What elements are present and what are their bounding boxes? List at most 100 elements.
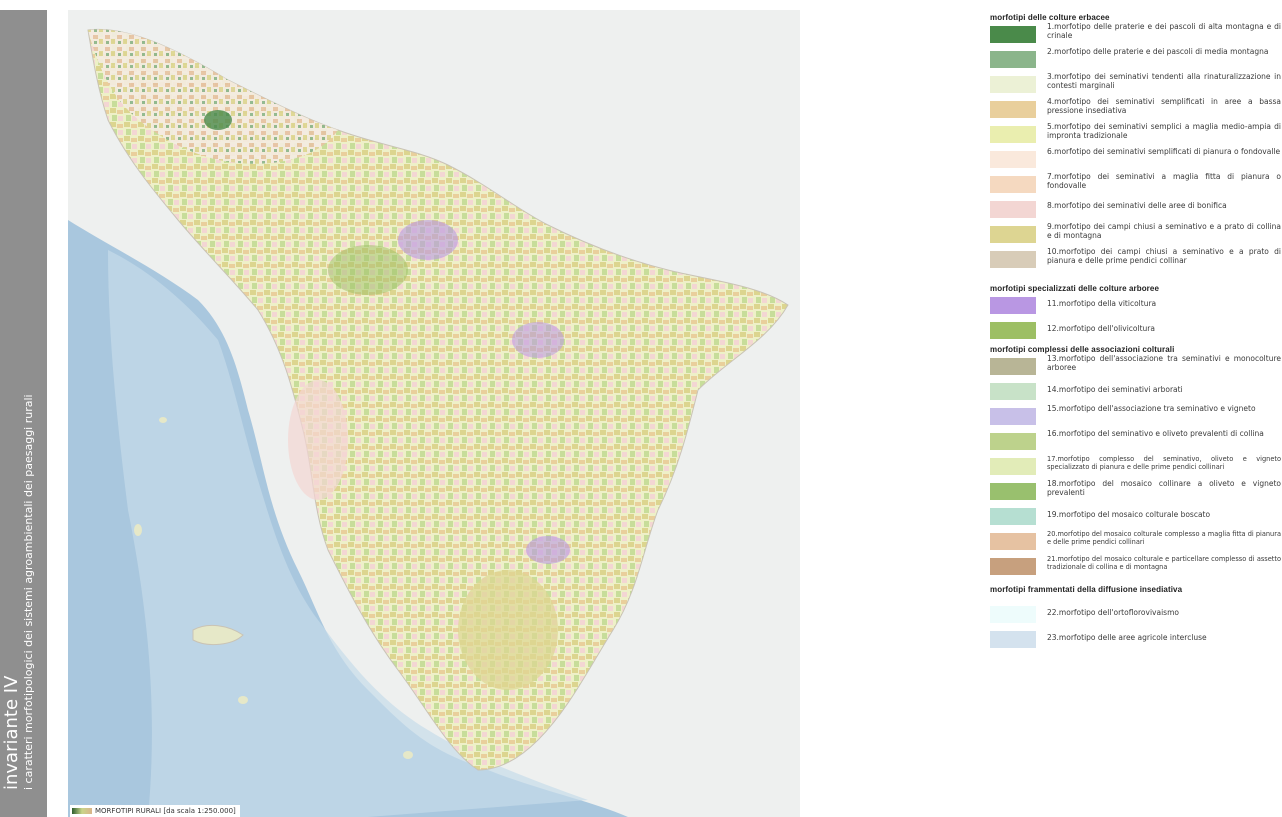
legend-item-17: 17.morfotipo complesso del seminativo, o…	[990, 455, 1282, 480]
legend-swatch	[990, 201, 1036, 218]
legend-item-15: 15.morfotipo dell'associazione tra semin…	[990, 404, 1282, 430]
hill-fields-area	[458, 570, 558, 690]
invariant-title: invariante IV	[1, 675, 22, 790]
legend-swatch	[990, 101, 1036, 118]
legend-swatch	[990, 533, 1036, 550]
legend-section-arboree: morfotipi specializzati delle colture ar…	[990, 283, 1282, 344]
legend-item-21: 21.morfotipo del mosaico colturale e par…	[990, 555, 1282, 580]
legend-swatch	[990, 383, 1036, 400]
legend-label: 1.morfotipo delle praterie e dei pascoli…	[1047, 22, 1281, 40]
pianosa-island	[238, 696, 248, 704]
legend-swatch	[990, 76, 1036, 93]
north-mountains	[88, 29, 338, 164]
vineyard-area-1	[398, 220, 458, 260]
legend-swatch	[990, 176, 1036, 193]
legend-label: 13.morfotipo dell'associazione tra semin…	[1047, 354, 1281, 372]
legend-label: 19.morfotipo del mosaico colturale bosca…	[1047, 510, 1211, 519]
legend-label: 17.morfotipo complesso del seminativo, o…	[1047, 455, 1281, 471]
elba-island	[192, 624, 244, 646]
legend-item-22: 22.morfotipo dell'ortoflorovivaismo	[990, 603, 1282, 628]
legend-swatch	[990, 558, 1036, 575]
legend-item-6: 6.morfotipo dei seminativi semplificati …	[990, 147, 1282, 173]
legend-label: 20.morfotipo del mosaico colturale compl…	[1047, 530, 1281, 546]
legend-item-12: 12.morfotipo dell'olivicoltura	[990, 319, 1282, 344]
legend-item-23: 23.morfotipo delle aree agricole intercl…	[990, 628, 1282, 653]
invariant-subtitle: i caratteri morfotipologici dei sistemi …	[22, 394, 35, 790]
legend-label: 3.morfotipo dei seminativi tendenti alla…	[1047, 72, 1281, 90]
legend-section-title: morfotipi frammentati della diffusione i…	[990, 585, 1183, 594]
legend-label: 8.morfotipo dei seminativi delle aree di…	[1047, 201, 1227, 210]
legend-label: 2.morfotipo delle praterie e dei pascoli…	[1047, 47, 1269, 56]
legend-item-2: 2.morfotipo delle praterie e dei pascoli…	[990, 47, 1282, 73]
legend-item-20: 20.morfotipo del mosaico colturale compl…	[990, 530, 1282, 555]
legend-label: 5.morfotipo dei seminativi semplici a ma…	[1047, 122, 1281, 140]
legend-item-10: 10.morfotipo dei campi chiusi a seminati…	[990, 247, 1282, 273]
legend-section-title: morfotipi complessi delle associazioni c…	[990, 345, 1175, 354]
legend-item-3: 3.morfotipo dei seminativi tendenti alla…	[990, 72, 1282, 98]
side-title-text: invariante IV i caratteri morfotipologic…	[1, 394, 35, 790]
legend-label: 21.morfotipo del mosaico colturale e par…	[1047, 555, 1281, 571]
legend-section-complessi: morfotipi complessi delle associazioni c…	[990, 344, 1282, 580]
legend-swatch	[990, 408, 1036, 425]
legend-label: 18.morfotipo del mosaico collinare a oli…	[1047, 479, 1281, 497]
legend-label: 4.morfotipo dei seminativi semplificati …	[1047, 97, 1281, 115]
giglio-island	[403, 751, 413, 759]
legend-section-title: morfotipi delle colture erbacee	[990, 13, 1110, 22]
legend-swatch	[990, 26, 1036, 43]
vineyard-area-2	[512, 322, 564, 358]
legend-swatch	[990, 251, 1036, 268]
legend-label: 9.morfotipo dei campi chiusi a seminativ…	[1047, 222, 1281, 240]
legend-swatch	[990, 508, 1036, 525]
legend-swatch	[990, 433, 1036, 450]
legend-item-18: 18.morfotipo del mosaico collinare a oli…	[990, 479, 1282, 505]
sea-shallow	[108, 250, 588, 817]
legend-item-4: 4.morfotipo dei seminativi semplificati …	[990, 97, 1282, 123]
legend-item-7: 7.morfotipo dei seminativi a maglia fitt…	[990, 172, 1282, 198]
legend-item-16: 16.morfotipo del seminativo e oliveto pr…	[990, 429, 1282, 455]
legend: morfotipi delle colture erbacee 1.morfot…	[990, 12, 1282, 653]
alpine-pasture	[204, 110, 232, 130]
legend-label: 6.morfotipo dei seminativi semplificati …	[1047, 147, 1281, 156]
legend-item-14: 14.morfotipo dei seminativi arborati	[990, 380, 1282, 405]
legend-label: 7.morfotipo dei seminativi a maglia fitt…	[1047, 172, 1281, 190]
legend-label: 16.morfotipo del seminativo e oliveto pr…	[1047, 429, 1264, 438]
side-title-bar: invariante IV i caratteri morfotipologic…	[0, 10, 47, 817]
vineyard-area-3	[526, 536, 570, 564]
map-scale-label: MORFOTIPI RURALI [da scala 1:250.000]	[70, 805, 240, 817]
olive-area	[328, 245, 408, 295]
legend-section-erbacee: morfotipi delle colture erbacee 1.morfot…	[990, 12, 1282, 273]
legend-swatch	[990, 631, 1036, 648]
legend-item-19: 19.morfotipo del mosaico colturale bosca…	[990, 505, 1282, 530]
legend-label: 14.morfotipo dei seminativi arborati	[1047, 385, 1183, 394]
legend-swatch	[990, 126, 1036, 143]
legend-label: 22.morfotipo dell'ortoflorovivaismo	[1047, 608, 1179, 617]
tuscany-map[interactable]	[68, 10, 800, 817]
capraia-island	[134, 524, 142, 536]
legend-label: 10.morfotipo dei campi chiusi a seminati…	[1047, 247, 1281, 265]
legend-swatch	[990, 358, 1036, 375]
legend-label: 11.morfotipo della viticoltura	[1047, 299, 1157, 308]
bonifica-area	[288, 380, 348, 500]
legend-item-1: 1.morfotipo delle praterie e dei pascoli…	[990, 22, 1282, 48]
legend-swatch	[990, 226, 1036, 243]
legend-label: 15.morfotipo dell'associazione tra semin…	[1047, 404, 1256, 413]
legend-label: 12.morfotipo dell'olivicoltura	[1047, 324, 1155, 333]
legend-swatch	[990, 483, 1036, 500]
legend-label: 23.morfotipo delle aree agricole intercl…	[1047, 633, 1207, 642]
legend-swatch	[990, 51, 1036, 68]
scale-label-text: MORFOTIPI RURALI [da scala 1:250.000]	[95, 807, 236, 815]
legend-swatch	[990, 322, 1036, 339]
map-canvas	[68, 10, 800, 817]
legend-swatch	[990, 297, 1036, 314]
legend-section-frammentati: morfotipi frammentati della diffusione i…	[990, 584, 1282, 653]
scale-swatch	[72, 808, 92, 814]
tuscany-region	[87, 28, 789, 771]
gorgona-island	[159, 417, 167, 423]
legend-item-5: 5.morfotipo dei seminativi semplici a ma…	[990, 122, 1282, 148]
legend-item-13: 13.morfotipo dell'associazione tra semin…	[990, 354, 1282, 380]
legend-swatch	[990, 151, 1036, 168]
legend-swatch	[990, 458, 1036, 475]
legend-swatch	[990, 606, 1036, 623]
legend-item-9: 9.morfotipo dei campi chiusi a seminativ…	[990, 222, 1282, 248]
legend-item-8: 8.morfotipo dei seminativi delle aree di…	[990, 198, 1282, 223]
